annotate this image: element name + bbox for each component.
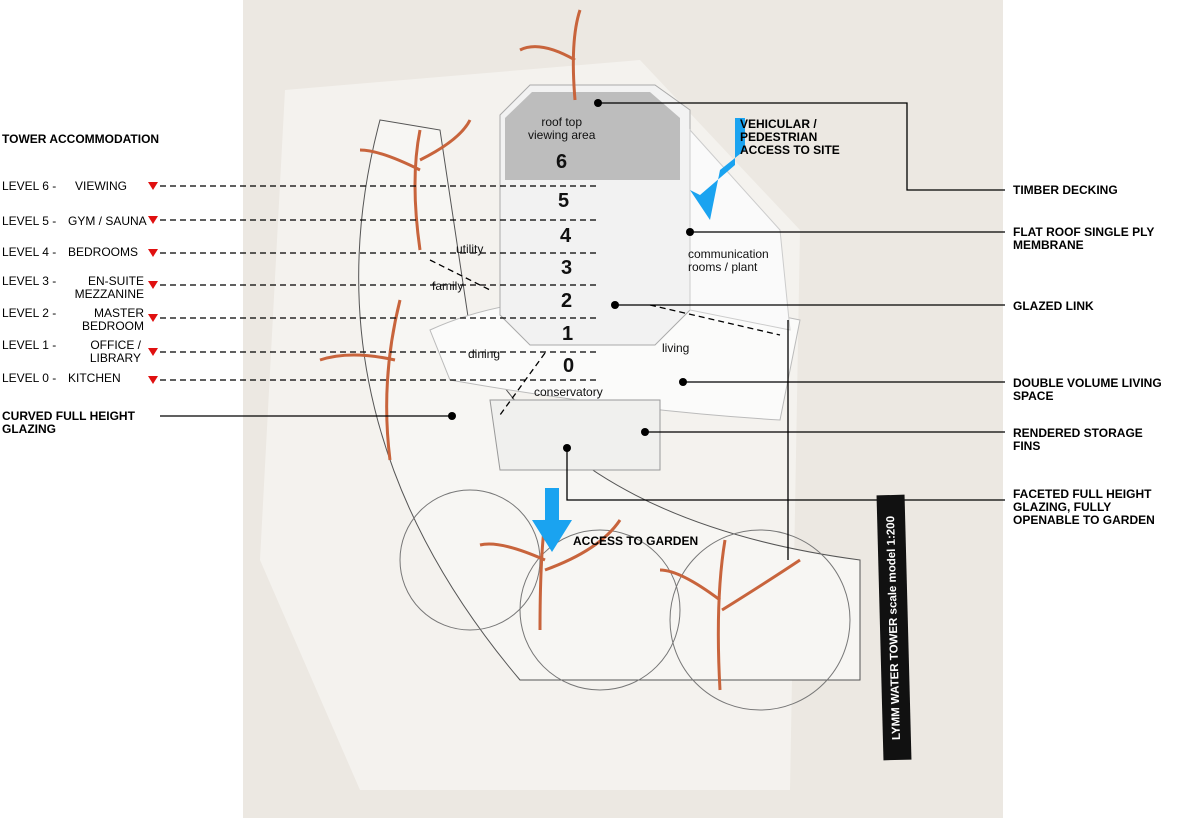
floor-number-6: 6 bbox=[556, 151, 568, 173]
flat-roof-label: FLAT ROOF SINGLE PLY MEMBRANE bbox=[1013, 225, 1155, 252]
level-6-label: LEVEL 6 - bbox=[2, 179, 57, 193]
floor-number-1: 1 bbox=[562, 323, 574, 345]
garden-access-arrow bbox=[532, 488, 572, 552]
level-3-use: EN-SUITE MEZZANINE bbox=[74, 274, 144, 301]
room-family: family bbox=[432, 279, 464, 293]
room-communication: communication rooms / plant bbox=[688, 247, 769, 274]
room-living: living bbox=[662, 341, 690, 355]
level-1-label: LEVEL 1 - bbox=[2, 338, 57, 352]
level-markers bbox=[148, 182, 158, 384]
tower-roof bbox=[505, 92, 680, 180]
level-leader-lines bbox=[160, 185, 781, 416]
garden-circle bbox=[669, 529, 851, 711]
level-0-label: LEVEL 0 - bbox=[2, 371, 57, 385]
curved-glazing-label: CURVED FULL HEIGHT GLAZING bbox=[2, 409, 135, 436]
room-conservatory: conservatory bbox=[534, 385, 603, 399]
level-2-label: LEVEL 2 - bbox=[2, 306, 57, 320]
garden-access-label: ACCESS TO GARDEN bbox=[573, 534, 699, 548]
room-roof-top: roof top viewing area bbox=[528, 115, 596, 142]
level-3-label: LEVEL 3 - bbox=[2, 274, 57, 288]
model-scale-text: LYMM WATER TOWER scale model 1:200 bbox=[885, 515, 903, 740]
level-6-use: VIEWING bbox=[75, 179, 128, 193]
level-4-use: BEDROOMS bbox=[68, 245, 139, 259]
level-2-use: MASTER BEDROOM bbox=[81, 306, 144, 333]
double-volume-label: DOUBLE VOLUME LIVING SPACE bbox=[1013, 376, 1162, 403]
conservatory bbox=[489, 399, 661, 471]
floor-number-2: 2 bbox=[561, 290, 573, 312]
garden-circle bbox=[399, 489, 541, 631]
callout-lines bbox=[160, 102, 1005, 560]
level-1-use: OFFICE / LIBRARY bbox=[89, 338, 141, 365]
floor-number-4: 4 bbox=[560, 225, 572, 247]
level-4-label: LEVEL 4 - bbox=[2, 245, 57, 259]
timber-decking-label: TIMBER DECKING bbox=[1013, 183, 1118, 197]
callout-dots bbox=[448, 99, 694, 452]
room-dining: dining bbox=[468, 347, 501, 361]
comms-block bbox=[689, 128, 791, 331]
faceted-glazing-label: FACETED FULL HEIGHT GLAZING, FULLY OPENA… bbox=[1013, 487, 1155, 527]
level-5-label: LEVEL 5 - bbox=[2, 214, 57, 228]
floor-number-0: 0 bbox=[563, 355, 575, 377]
level-5-use: GYM / SAUNA bbox=[68, 214, 147, 228]
tower-accommodation-title: TOWER ACCOMMODATION bbox=[2, 132, 160, 146]
floor-number-3: 3 bbox=[561, 257, 573, 279]
level-0-use: KITCHEN bbox=[68, 371, 121, 385]
trees bbox=[319, 9, 801, 691]
vehicular-access-label: VEHICULAR / PEDESTRIAN ACCESS TO SITE bbox=[740, 117, 840, 157]
garden-circle bbox=[519, 529, 681, 691]
storage-fins-label: RENDERED STORAGE FINS bbox=[1013, 426, 1143, 453]
room-utility: utility bbox=[456, 242, 484, 256]
vehicular-access-arrow bbox=[690, 118, 745, 220]
glazed-link-label: GLAZED LINK bbox=[1013, 299, 1094, 313]
floor-number-5: 5 bbox=[558, 190, 570, 212]
